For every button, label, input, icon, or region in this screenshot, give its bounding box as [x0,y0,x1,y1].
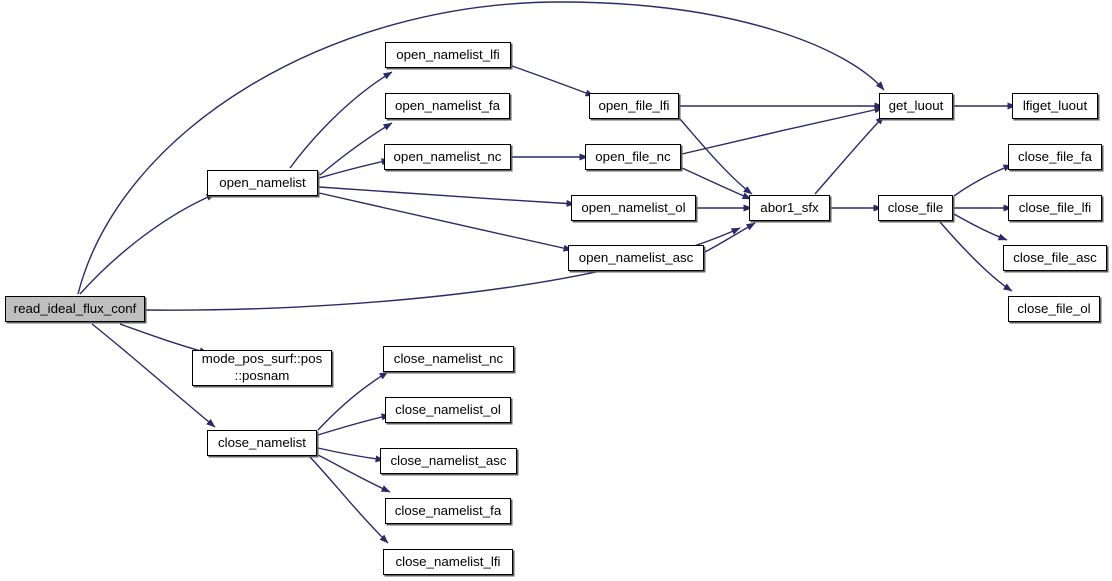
node-close_file[interactable]: close_file [878,195,953,221]
node-close_namelist_fa[interactable]: close_namelist_fa [385,498,511,524]
node-label: open_namelist_asc [578,250,694,266]
node-label: abor1_sfx [760,200,819,216]
node-label: open_namelist_nc [393,149,502,165]
edge-open_file_nc-to-get_luout [681,106,884,155]
node-close_namelist_nc[interactable]: close_namelist_nc [383,346,514,372]
node-open_file_lfi[interactable]: open_file_lfi [589,93,679,119]
node-label: open_namelist [219,175,306,191]
node-close_file_fa[interactable]: close_file_fa [1008,144,1102,170]
edge-read_ideal_flux_conf-to-close_namelist [91,323,216,428]
node-label: mode_pos_surf::pos ::posnam [201,351,323,383]
node-close_namelist[interactable]: close_namelist [207,430,317,456]
node-label: close_file_fa [1018,149,1092,165]
edge-close_namelist-to-close_namelist_ol [317,413,391,436]
edge-open_file_nc-to-abor1_sfx [681,167,752,200]
node-open_namelist_asc[interactable]: open_namelist_asc [568,245,704,271]
edge-close_namelist-to-close_namelist_fa [317,454,391,493]
node-open_namelist_nc[interactable]: open_namelist_nc [384,144,511,170]
node-open_file_nc[interactable]: open_file_nc [585,144,681,170]
node-label: open_file_nc [595,149,671,165]
node-close_file_asc[interactable]: close_file_asc [1003,245,1107,271]
edge-open_namelist-to-open_namelist_lfi [289,71,393,169]
edge-open_namelist-to-open_namelist_nc [318,158,391,179]
node-close_file_lfi[interactable]: close_file_lfi [1008,195,1102,221]
edge-close_file-to-close_file_ol [939,221,1013,292]
edge-paths [77,1,1017,544]
edge-open_namelist-to-open_namelist_fa [319,122,393,176]
node-label: close_namelist_nc [393,351,504,367]
edge-open_namelist-to-open_namelist_asc [318,192,573,252]
node-mode_pos_surf[interactable]: mode_pos_surf::pos ::posnam [192,350,332,386]
node-label: open_namelist_ol [581,200,686,216]
node-close_namelist_lfi[interactable]: close_namelist_lfi [383,549,513,575]
node-label: close_file_ol [1017,301,1091,317]
node-lfiget_luout[interactable]: lfiget_luout [1012,93,1098,119]
node-label: lfiget_luout [1022,98,1088,114]
node-abor1_sfx[interactable]: abor1_sfx [749,195,830,221]
node-label: close_file_asc [1013,250,1097,266]
node-close_namelist_ol[interactable]: close_namelist_ol [385,397,511,423]
node-label: close_file_lfi [1018,200,1092,216]
node-label: close_namelist_fa [394,503,502,519]
edge-close_file-to-close_file_fa [953,164,1013,197]
node-open_namelist_fa[interactable]: open_namelist_fa [385,93,510,119]
node-open_namelist_lfi[interactable]: open_namelist_lfi [385,42,511,68]
node-read_ideal_flux_conf[interactable]: read_ideal_flux_conf [5,296,145,322]
node-close_namelist_asc[interactable]: close_namelist_asc [380,448,517,474]
node-label: get_luout [888,98,944,114]
node-label: close_namelist_asc [390,453,507,469]
node-close_file_ol[interactable]: close_file_ol [1008,296,1100,322]
edge-close_namelist-to-close_namelist_lfi [309,456,389,544]
node-label: open_file_lfi [598,98,670,114]
node-label: open_namelist_lfi [396,47,500,63]
node-label: close_file [887,200,944,216]
edge-open_namelist_lfi-to-open_file_lfi [511,65,595,97]
edge-read_ideal_flux_conf-to-open_namelist [79,193,216,295]
node-open_namelist[interactable]: open_namelist [207,170,318,196]
edge-close_namelist-to-close_namelist_nc [317,371,389,431]
edge-open_namelist_asc-to-abor1_sfx [704,222,756,253]
node-label: close_namelist [218,435,306,451]
node-label: close_namelist_ol [395,402,501,418]
edge-open_namelist-to-open_namelist_ol [318,186,576,207]
node-open_namelist_ol[interactable]: open_namelist_ol [571,195,696,221]
edge-read_ideal_flux_conf-to-mode_pos_surf [119,323,209,355]
node-label: read_ideal_flux_conf [13,301,137,317]
edge-read_ideal_flux_conf-to-get_luout [77,1,885,295]
edge-abor1_sfx-to-get_luout [814,115,885,195]
edge-close_namelist-to-close_namelist_asc [317,447,385,463]
node-label: close_namelist_lfi [395,554,501,570]
node-get_luout[interactable]: get_luout [879,93,953,119]
edge-close_file-to-close_file_asc [953,213,1008,241]
node-label: open_namelist_fa [395,98,500,114]
edge-open_file_lfi-to-abor1_sfx [679,118,753,195]
